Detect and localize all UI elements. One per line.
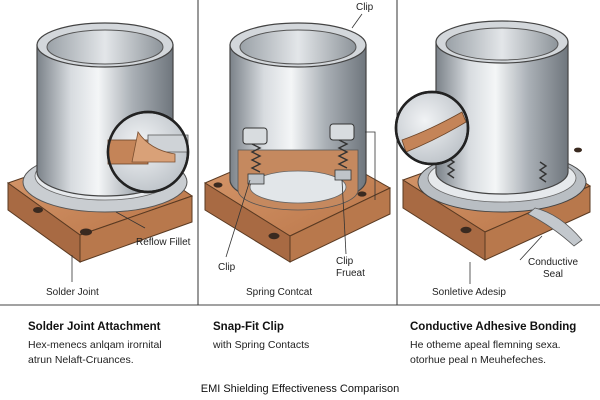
shield-can-body <box>435 41 569 195</box>
panel-title-adhesive: Conductive Adhesive Bonding <box>410 321 577 333</box>
panel-desc-solder: Hex-menecs anlqam irornital atrun Nelaft… <box>28 338 162 368</box>
shield-can-interior <box>239 29 357 65</box>
spring-clip-left <box>242 127 268 185</box>
mounting-hole <box>213 182 223 188</box>
panel-title-solder: Solder Joint Attachment <box>28 321 161 333</box>
mounting-hole <box>460 226 472 234</box>
conductive-adhesive-illustration <box>394 20 592 284</box>
copper-plate-front <box>289 187 391 263</box>
callout-clip-left: Clip <box>218 262 236 273</box>
callout-sonletive-adesip: Sonletive Adesip <box>432 287 506 298</box>
leader-line <box>225 179 251 258</box>
footer-title: EMI Shielding Effectiveness Comparison <box>200 383 400 395</box>
mounting-hole <box>268 232 280 240</box>
callout-clip-frueat: Clip Frueat <box>336 256 365 279</box>
callout-spring-contact: Spring Contcat <box>246 287 313 298</box>
desc-line: Hex-menecs anlqam irornital <box>28 339 162 351</box>
shield-can-interior <box>445 27 559 61</box>
callout-solder-joint: Solder Joint <box>46 287 99 298</box>
callout-conductive-seal: Conductive Seal <box>527 257 579 280</box>
leader-line <box>341 179 347 255</box>
leader-line <box>519 235 543 261</box>
desc-line: atrun Nelaft-Cruances. <box>28 354 134 366</box>
callout-clip-top: Clip <box>356 2 374 13</box>
solder-joint-illustration <box>6 22 194 282</box>
copper-plate-front <box>79 195 193 263</box>
contact-spring <box>538 161 548 183</box>
panel-desc-adhesive: He otheme apeal flemning sexa. otorhue p… <box>410 338 561 368</box>
contact-spring <box>446 157 456 179</box>
leader-line <box>115 211 146 229</box>
spring-clip-right <box>329 123 355 181</box>
mounting-hole <box>574 147 582 153</box>
callout-reflow-fillet: Reflow Fillet <box>136 237 191 248</box>
desc-line: with Spring Contacts <box>213 339 310 351</box>
desc-line: otorhue peal n Meuhefeches. <box>410 354 547 366</box>
panel-desc-snapfit: with Spring Contacts <box>213 338 309 353</box>
mounting-hole <box>80 228 92 236</box>
shield-can-interior <box>46 29 164 65</box>
mounting-hole <box>33 207 43 213</box>
snap-fit-clip-illustration <box>203 13 392 263</box>
mounting-hole <box>357 191 367 197</box>
desc-line: He otheme apeal flemning sexa. <box>410 339 561 351</box>
panel-title-snapfit: Snap-Fit Clip <box>213 321 284 333</box>
leader-line <box>351 13 363 29</box>
